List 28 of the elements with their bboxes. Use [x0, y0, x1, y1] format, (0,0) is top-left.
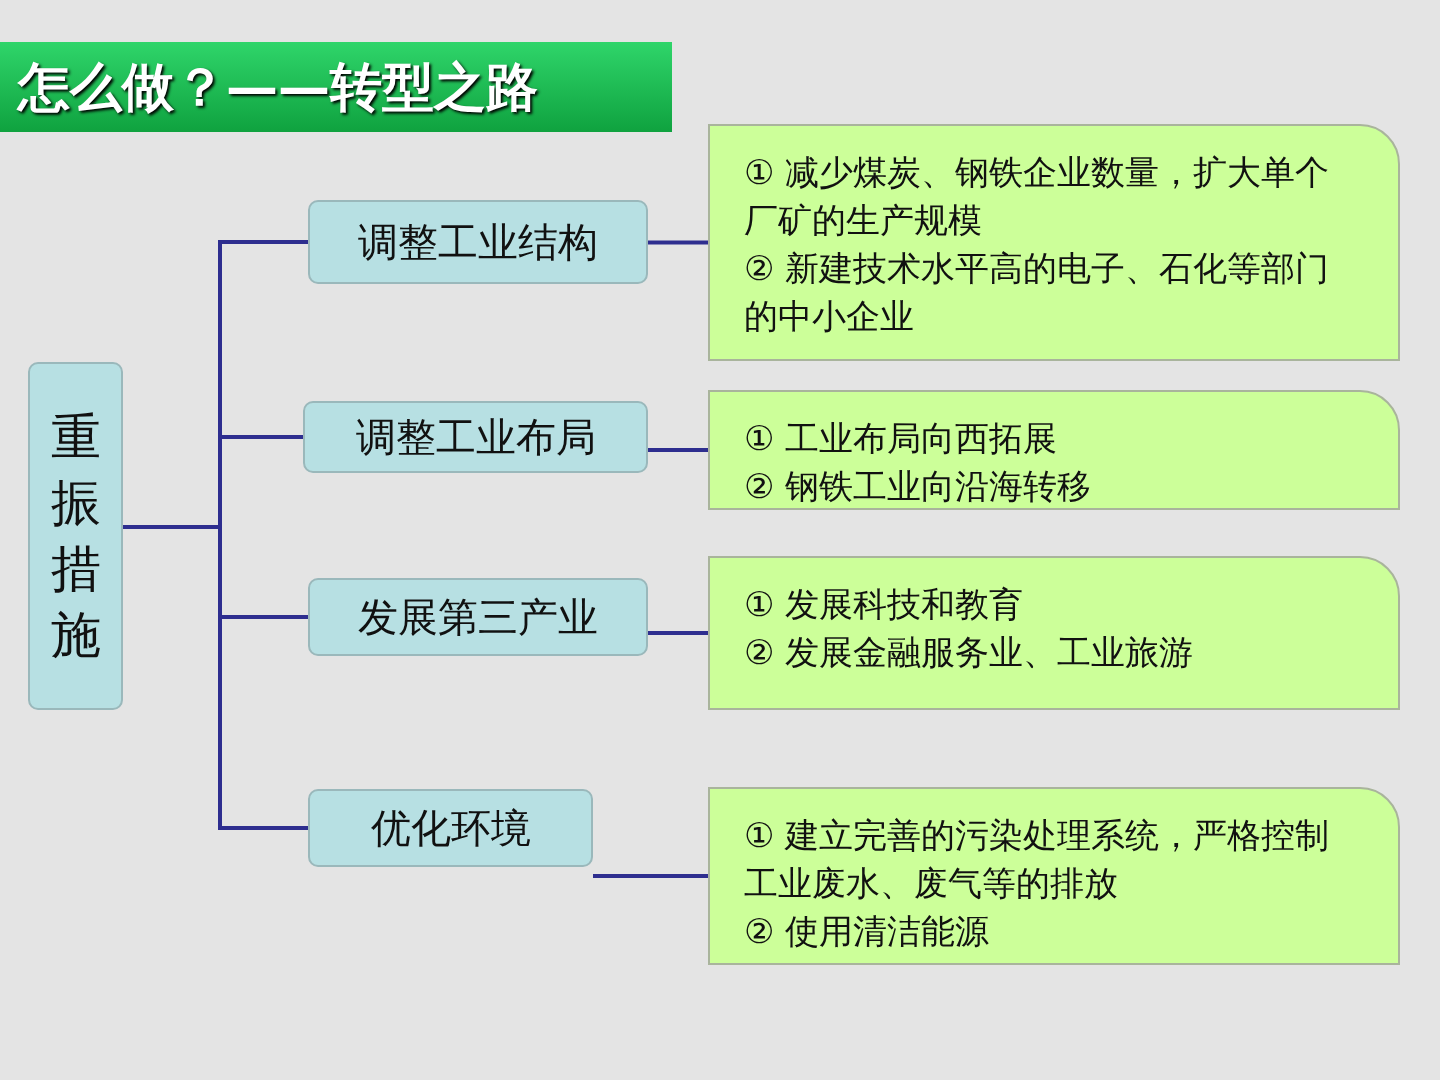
category-box — [308, 789, 593, 867]
category-box — [28, 362, 123, 710]
category-label: 调整工业结构 — [358, 217, 598, 267]
connector-line — [648, 240, 708, 245]
measure-text: ② 发展金融服务业、工业旅游 — [744, 631, 1195, 674]
category-label: 重振措施 — [49, 407, 102, 666]
detail-box — [708, 124, 1400, 361]
title-banner: 怎么做？——转型之路 — [0, 42, 672, 132]
measure-text: ① 建立完善的污染处理系统，严格控制工业废水、废气等的排放 — [744, 814, 1331, 905]
measure-text: ② 钢铁工业向沿海转移 — [744, 465, 1093, 508]
measure-text: ① 发展科技和教育 — [744, 583, 1025, 626]
measure-text: ② 新建技术水平高的电子、石化等部门的中小企业 — [744, 247, 1331, 338]
measure-text: ① 工业布局向西拓展 — [744, 417, 1059, 460]
connector-line — [123, 525, 308, 830]
measure-text: ② 使用清洁能源 — [744, 910, 991, 953]
measure-text: ① 减少煤炭、钢铁企业数量，扩大单个厂矿的生产规模 — [744, 151, 1331, 242]
category-label: 调整工业布局 — [355, 412, 596, 462]
connector-line — [648, 631, 708, 635]
category-label: 发展第三产业 — [358, 592, 598, 642]
connector-line — [648, 448, 708, 452]
category-label: 优化环境 — [370, 803, 531, 853]
category-box — [308, 578, 648, 656]
connector-line — [593, 874, 708, 878]
category-box — [303, 401, 648, 473]
category-box — [308, 200, 648, 284]
detail-box — [708, 556, 1400, 710]
detail-box — [708, 390, 1400, 510]
detail-box — [708, 787, 1400, 965]
